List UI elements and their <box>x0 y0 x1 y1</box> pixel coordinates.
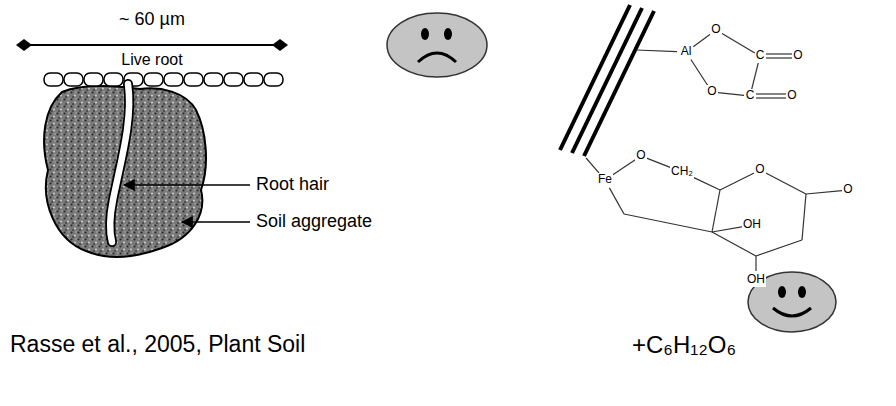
root-cell <box>164 73 183 86</box>
root-cell <box>84 73 103 86</box>
bond-line <box>720 173 755 190</box>
bond-line <box>756 93 786 94</box>
atom-label: CH₂ <box>670 165 694 178</box>
atom-label: C <box>755 49 766 62</box>
bond-line <box>586 158 599 173</box>
eye <box>421 28 429 40</box>
atom-label: O <box>792 49 803 62</box>
root-cell <box>184 73 203 86</box>
bond-line <box>756 240 802 256</box>
atom-label: O <box>754 163 765 176</box>
bond-line <box>693 177 720 190</box>
root-hair-outline <box>110 84 129 242</box>
surface-line <box>584 11 654 156</box>
atom-label: O <box>710 23 721 36</box>
bond-line <box>766 57 792 58</box>
bond-line <box>647 158 671 167</box>
scale-label: ~ 60 µm <box>119 10 185 30</box>
mouth <box>773 308 811 316</box>
bond-line <box>765 173 806 194</box>
bond-line <box>624 214 712 232</box>
surface-line <box>572 8 642 153</box>
atom-label: O <box>706 85 717 98</box>
bond-line <box>802 194 806 240</box>
mouth <box>418 53 456 62</box>
root-cells <box>44 73 283 86</box>
bond-line <box>755 256 756 271</box>
eye <box>798 286 806 298</box>
formula-label: +C₆H₁₂O₆ <box>632 332 736 358</box>
part-label: Root hair <box>256 175 329 195</box>
atom-label: O <box>786 89 797 102</box>
bond-line <box>712 190 720 232</box>
bond-line <box>766 53 792 54</box>
citation: Rasse et al., 2005, Plant Soil <box>10 332 305 357</box>
surface-line <box>560 5 630 150</box>
part-label: Soil aggregate <box>256 212 372 232</box>
bond-line <box>612 159 636 175</box>
eye <box>778 286 786 298</box>
bond-line <box>609 188 624 214</box>
eye <box>444 28 452 40</box>
bond-line <box>721 33 755 53</box>
root-cell <box>64 73 83 86</box>
atom-label: Al <box>680 45 693 58</box>
root-cell <box>144 73 163 86</box>
bond-line <box>756 97 786 98</box>
leader-arrow <box>124 184 250 186</box>
bond-line <box>693 34 711 47</box>
face <box>387 13 487 77</box>
bond-line <box>751 62 758 90</box>
atom-label: O <box>635 149 646 162</box>
root-cell <box>244 73 263 86</box>
scale-bar <box>16 39 288 51</box>
sad-face <box>387 13 487 77</box>
leader-arrow <box>182 221 250 223</box>
atom-label: OH <box>742 218 762 231</box>
root-cell <box>104 73 123 86</box>
scale-line <box>24 44 280 46</box>
atom-label: Fe <box>597 173 613 186</box>
bond-line <box>806 191 842 194</box>
root-cell <box>204 73 223 86</box>
scale-end <box>272 39 288 51</box>
root-hair <box>110 84 129 242</box>
atom-label: O <box>842 183 853 196</box>
bond-line <box>712 227 743 232</box>
part-label: Live root <box>121 51 182 69</box>
root-cell <box>44 73 63 86</box>
bond-line <box>718 93 744 96</box>
mineral-surface <box>560 5 654 156</box>
bond-line <box>712 232 756 256</box>
scale-end <box>16 39 32 51</box>
root-cell <box>224 73 243 86</box>
atom-label: C <box>745 89 756 102</box>
root-cell <box>264 73 283 86</box>
bond-line <box>691 60 709 87</box>
bond-line <box>636 50 677 52</box>
atom-label: OH <box>746 273 766 286</box>
chemical-bonds <box>586 33 842 271</box>
